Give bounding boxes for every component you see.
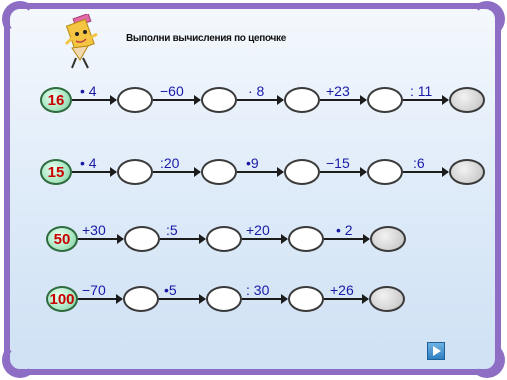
arrow <box>242 238 287 240</box>
final-answer-box[interactable] <box>449 159 485 185</box>
operation-label: −15 <box>326 156 350 170</box>
operation-label: :5 <box>166 223 178 237</box>
answer-box[interactable] <box>284 159 320 185</box>
arrow <box>403 171 448 173</box>
operation-label: • 4 <box>80 156 97 170</box>
answer-box[interactable] <box>201 87 237 113</box>
arrow <box>78 298 122 300</box>
answer-box[interactable] <box>117 159 153 185</box>
arrow <box>242 298 287 300</box>
operation-label: +20 <box>246 223 270 237</box>
operation-label: +23 <box>326 84 350 98</box>
operation-label: : 30 <box>246 283 269 297</box>
next-slide-button[interactable] <box>427 342 445 360</box>
final-answer-box[interactable] <box>370 226 406 252</box>
operation-label: +30 <box>82 223 106 237</box>
operation-label: · 8 <box>248 84 264 98</box>
start-number: 50 <box>46 226 78 252</box>
operation-label: +26 <box>330 283 354 297</box>
arrow <box>153 99 200 101</box>
operation-label: : 11 <box>410 84 432 98</box>
arrow <box>403 99 448 101</box>
arrow <box>72 99 116 101</box>
answer-box[interactable] <box>206 286 242 312</box>
corner-curl-bottom-left <box>2 342 38 378</box>
arrow <box>324 298 368 300</box>
operation-label: :20 <box>160 156 179 170</box>
arrow <box>320 99 366 101</box>
start-number: 16 <box>40 87 72 113</box>
operation-label: :6 <box>413 156 425 170</box>
arrow <box>159 298 205 300</box>
corner-curl-top-left <box>2 1 38 37</box>
corner-curl-bottom-right <box>469 342 505 378</box>
operation-label: •9 <box>246 156 259 170</box>
operation-label: • 2 <box>336 223 353 237</box>
arrow <box>72 171 116 173</box>
operation-label: −70 <box>82 283 106 297</box>
operation-label: •5 <box>164 283 177 297</box>
start-number: 100 <box>46 286 78 312</box>
arrow <box>237 171 283 173</box>
answer-box[interactable] <box>201 159 237 185</box>
answer-box[interactable] <box>288 286 324 312</box>
corner-curl-top-right <box>469 1 505 37</box>
final-answer-box[interactable] <box>449 87 485 113</box>
answer-box[interactable] <box>124 226 160 252</box>
answer-box[interactable] <box>123 286 159 312</box>
operation-label: −60 <box>160 84 184 98</box>
arrow <box>237 99 283 101</box>
answer-box[interactable] <box>206 226 242 252</box>
final-answer-box[interactable] <box>369 286 405 312</box>
answer-box[interactable] <box>288 226 324 252</box>
pencil-mascot-icon <box>58 14 102 72</box>
start-number: 15 <box>40 159 72 185</box>
answer-box[interactable] <box>367 159 403 185</box>
answer-box[interactable] <box>367 87 403 113</box>
task-title: Выполни вычисления по цепочке <box>126 33 286 44</box>
arrow <box>78 238 123 240</box>
arrow <box>153 171 200 173</box>
arrow <box>320 171 366 173</box>
arrow <box>160 238 205 240</box>
arrow <box>324 238 369 240</box>
answer-box[interactable] <box>117 87 153 113</box>
answer-box[interactable] <box>284 87 320 113</box>
operation-label: • 4 <box>80 84 97 98</box>
